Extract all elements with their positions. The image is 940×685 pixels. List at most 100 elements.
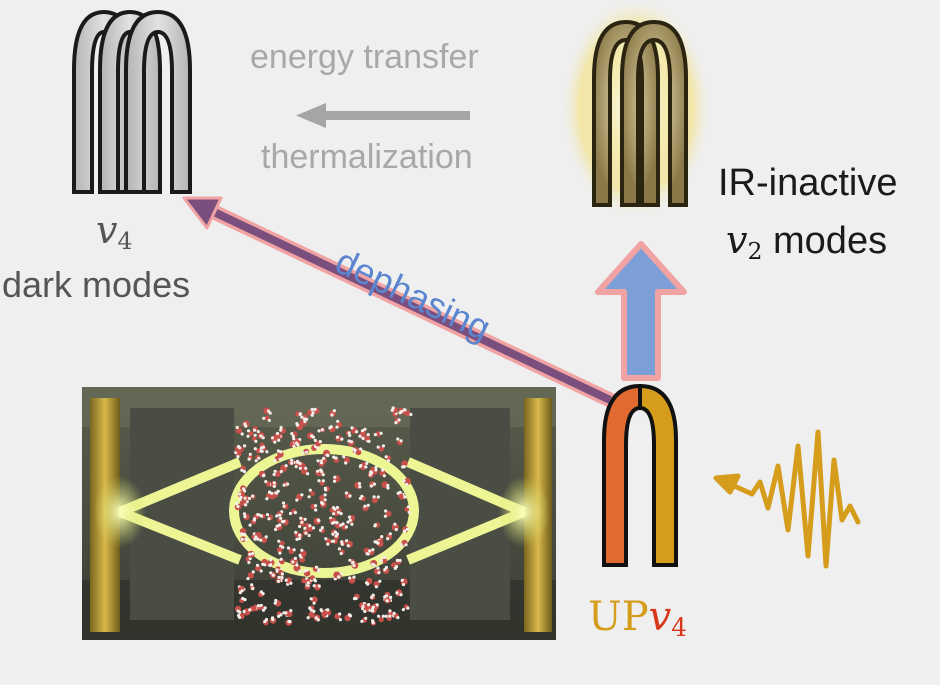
molecule-hydrogen (358, 434, 362, 438)
molecule-hydrogen (312, 609, 316, 614)
molecule-hydrogen (401, 583, 405, 587)
molecule-oxygen (273, 433, 281, 441)
molecule-hydrogen (372, 482, 376, 486)
molecule-hydrogen (317, 568, 321, 573)
molecule-hydrogen (252, 518, 256, 522)
molecule-hydrogen (310, 407, 314, 412)
molecule-hydrogen (272, 484, 276, 488)
molecule-hydrogen (374, 465, 378, 469)
energy-transfer-arrow (296, 103, 470, 128)
molecule-oxygen (378, 446, 385, 452)
molecule-oxygen (401, 460, 408, 467)
molecule-hydrogen (409, 412, 413, 417)
molecule-hydrogen (347, 439, 351, 443)
molecule-hydrogen (406, 505, 411, 509)
molecule-hydrogen (281, 501, 286, 505)
dark-modes-symbol: v4 (96, 208, 132, 255)
molecule-hydrogen (372, 563, 376, 567)
photon-wave-icon (713, 429, 861, 569)
molecule-oxygen (301, 578, 307, 584)
molecule-hydrogen (292, 548, 296, 552)
molecule-hydrogen (382, 474, 386, 478)
molecule-hydrogen (289, 581, 293, 585)
molecule-hydrogen (265, 513, 270, 517)
molecule-hydrogen (280, 575, 284, 580)
molecule-hydrogen (295, 563, 299, 567)
molecule-hydrogen (277, 539, 281, 543)
up-symbol: v (648, 594, 672, 640)
molecule-hydrogen (386, 483, 390, 488)
molecule-hydrogen (317, 519, 321, 523)
molecule-hydrogen (401, 608, 405, 612)
molecule-oxygen (319, 495, 326, 502)
molecule-oxygen (310, 491, 315, 496)
molecule-hydrogen (304, 531, 308, 535)
molecule-hydrogen (277, 575, 281, 580)
molecule-hydrogen (337, 547, 341, 551)
molecule-hydrogen (248, 608, 252, 612)
molecule-hydrogen (320, 428, 324, 432)
molecule-hydrogen (371, 593, 375, 597)
molecule-hydrogen (332, 479, 337, 483)
molecule-hydrogen (335, 505, 339, 510)
molecule-hydrogen (280, 572, 284, 576)
molecule-hydrogen (384, 509, 388, 513)
molecule-hydrogen (394, 527, 398, 532)
molecule-hydrogen (319, 461, 324, 465)
dark-modes-label: dark modes (2, 264, 191, 305)
molecule-hydrogen (299, 516, 303, 520)
molecule-hydrogen (282, 519, 286, 523)
molecule-oxygen (304, 522, 311, 529)
molecule-hydrogen (295, 537, 299, 542)
molecule-hydrogen (316, 459, 320, 463)
molecule-hydrogen (346, 520, 350, 524)
molecule-hydrogen (367, 603, 371, 607)
molecule-hydrogen (318, 440, 322, 444)
molecule-hydrogen (407, 510, 411, 514)
molecule-hydrogen (358, 485, 362, 489)
molecule-oxygen (247, 572, 254, 579)
molecule-hydrogen (326, 542, 330, 546)
molecule-hydrogen (400, 409, 404, 414)
molecule-hydrogen (251, 570, 255, 574)
molecule-hydrogen (306, 581, 310, 585)
molecule-hydrogen (293, 556, 297, 561)
molecule-hydrogen (398, 558, 402, 563)
molecule-hydrogen (275, 431, 280, 436)
molecule-hydrogen (298, 569, 302, 573)
v2-modes-label: v2 modes (726, 218, 887, 265)
molecule-hydrogen (237, 615, 242, 620)
molecule-hydrogen (264, 535, 268, 539)
molecule-hydrogen (274, 527, 278, 532)
molecule-hydrogen (360, 429, 365, 433)
molecule-hydrogen (321, 473, 325, 477)
molecule-hydrogen (277, 438, 281, 442)
molecule-oxygen (255, 448, 262, 454)
molecule-hydrogen (289, 609, 293, 613)
molecule-hydrogen (341, 522, 345, 526)
energy-transfer-label: energy transfer (250, 38, 479, 76)
molecule-hydrogen (288, 511, 293, 516)
molecule-hydrogen (313, 578, 317, 582)
molecule-hydrogen (316, 618, 320, 622)
molecule-hydrogen (247, 560, 251, 565)
molecule-hydrogen (253, 428, 257, 432)
molecule-hydrogen (340, 437, 344, 441)
molecule-hydrogen (239, 495, 243, 499)
molecule-hydrogen (397, 418, 401, 422)
molecule-hydrogen (338, 618, 342, 622)
molecule-hydrogen (337, 575, 341, 579)
molecule-hydrogen (326, 453, 330, 458)
molecule-hydrogen (294, 465, 298, 469)
molecule-hydrogen (303, 517, 307, 521)
molecule-hydrogen (254, 439, 258, 443)
molecule-hydrogen (302, 417, 307, 421)
molecule-hydrogen (242, 512, 247, 516)
molecule-hydrogen (303, 419, 307, 424)
molecule-hydrogen (405, 527, 409, 531)
molecule-hydrogen (344, 525, 348, 529)
molecule-hydrogen (276, 449, 280, 453)
molecule-hydrogen (259, 590, 263, 594)
molecule-hydrogen (384, 455, 388, 459)
molecule-hydrogen (261, 608, 266, 612)
